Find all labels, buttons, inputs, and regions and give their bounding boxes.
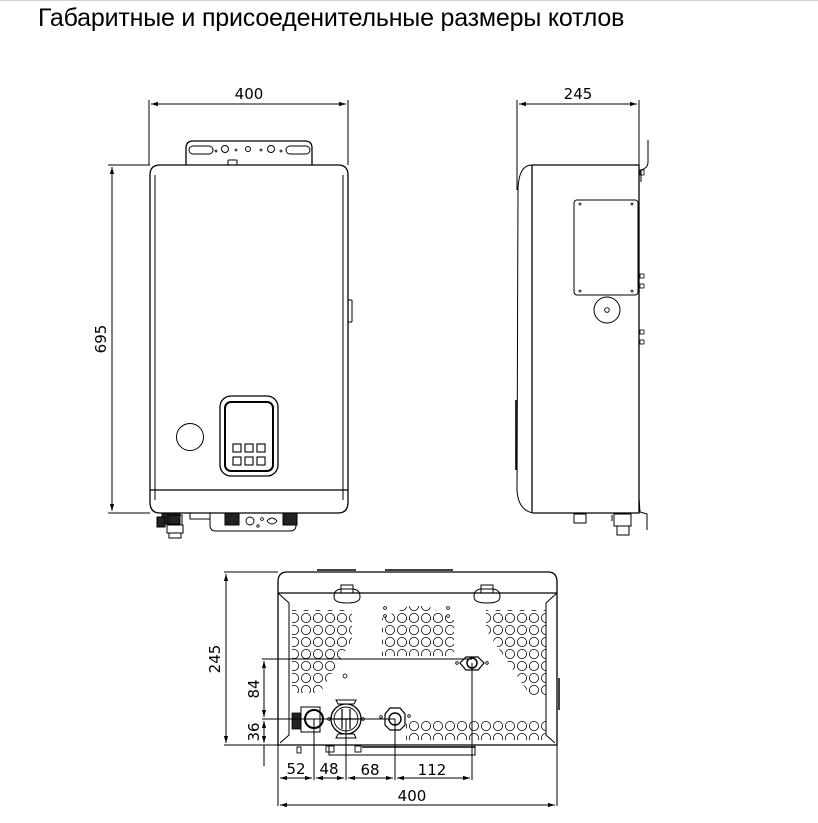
dim-52-label: 52 <box>286 760 305 778</box>
front-height-label: 695 <box>92 325 110 354</box>
keypad-buttons <box>232 443 266 466</box>
dim-84-label: 84 <box>245 679 263 698</box>
dim-112-label: 112 <box>418 761 447 779</box>
top-border <box>0 0 818 1</box>
side-view <box>515 100 649 536</box>
page-title: Габаритные и присоеденительные размеры к… <box>38 4 625 32</box>
bottom-width-label: 400 <box>398 787 427 805</box>
dim-36-label: 36 <box>245 722 263 741</box>
bottom-view <box>223 569 560 808</box>
dim-68-label: 68 <box>360 761 379 779</box>
dim-48-label: 48 <box>319 760 338 778</box>
side-depth-label: 245 <box>564 85 593 103</box>
bottom-depth-label: 245 <box>206 645 224 674</box>
front-view <box>108 100 353 539</box>
front-width-label: 400 <box>235 85 264 103</box>
